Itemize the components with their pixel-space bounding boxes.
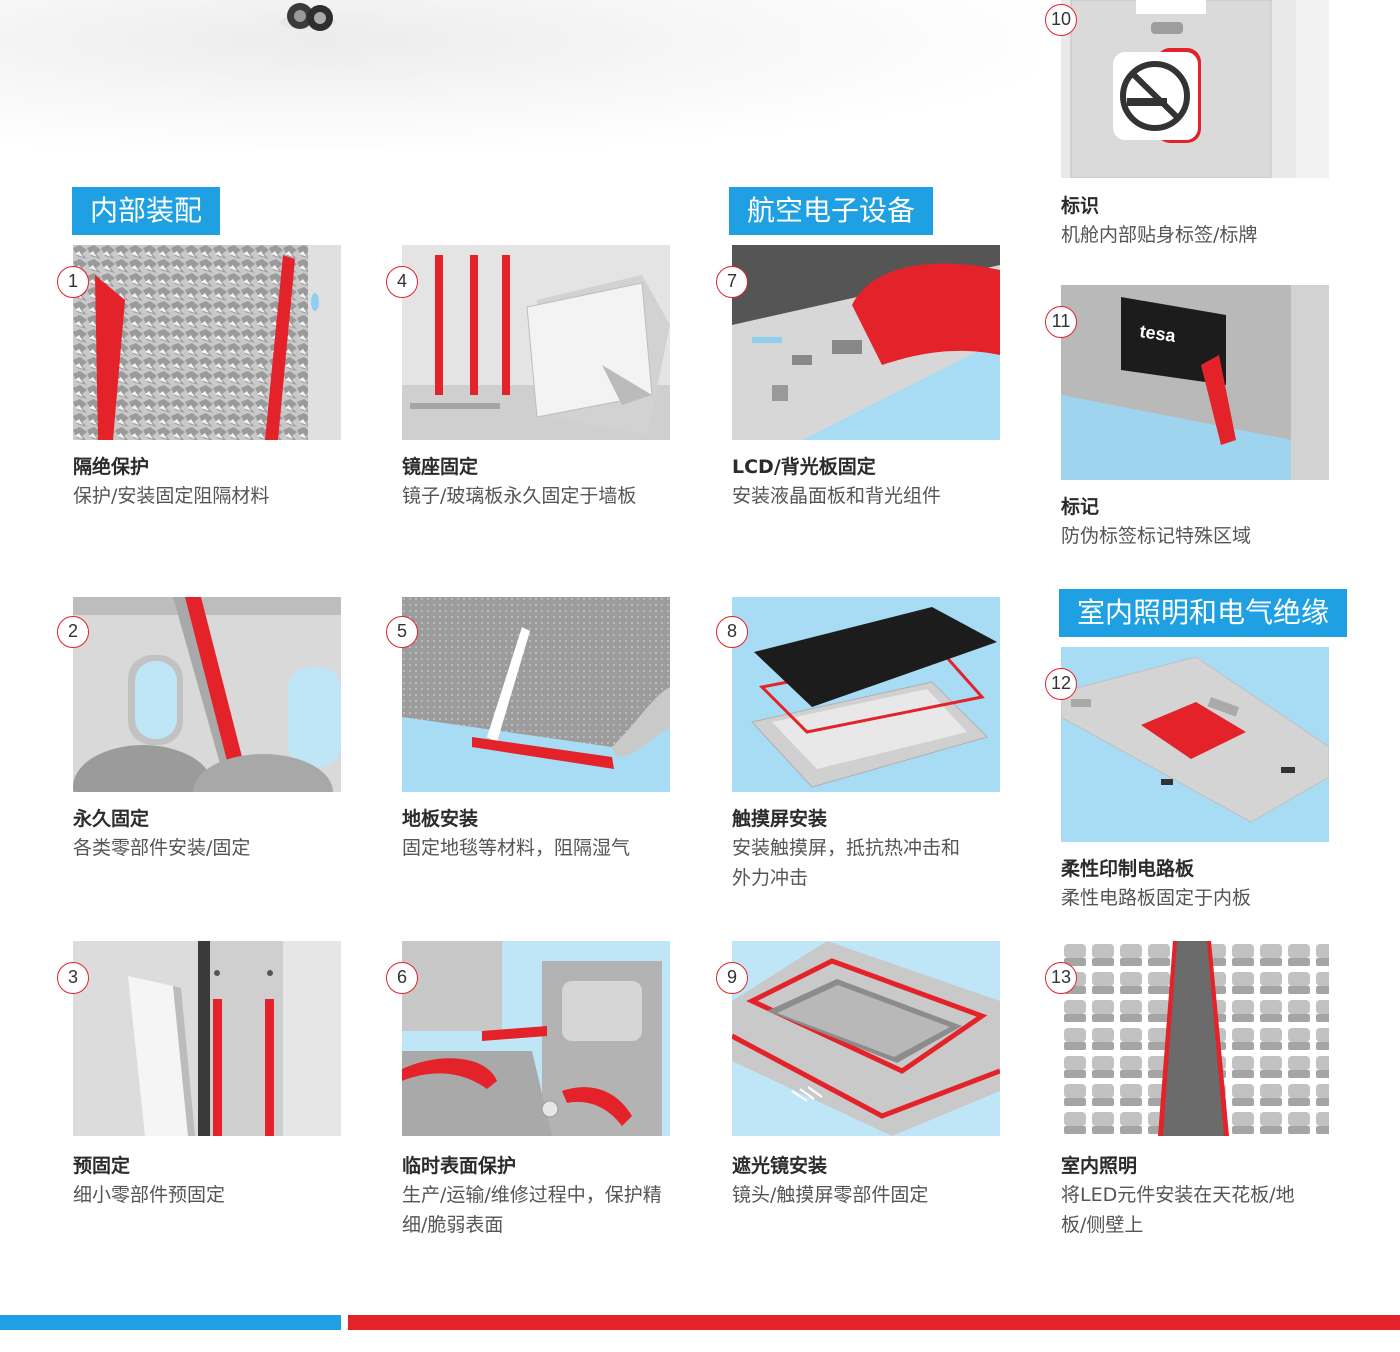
card-title: 镜座固定 (402, 456, 479, 478)
card-lens-install: 9 遮光镜安装 镜头/触摸屏零部件固定 (716, 941, 1000, 1206)
seat-protection-image (402, 941, 670, 1136)
card-pre-fix: 3 预固定 细小零部件预固定 (57, 941, 341, 1206)
card-description: 固定地毯等材料，阻隔湿气 (402, 837, 631, 859)
card-title: 隔绝保护 (73, 456, 150, 478)
section-title-interior: 内部装配 (72, 187, 221, 235)
card-description: 镜子/玻璃板永久固定于墙板 (402, 485, 637, 507)
card-number-badge: 2 (57, 616, 89, 648)
flex-pcb-image (1061, 647, 1329, 842)
card-description: 各类零部件安装/固定 (73, 837, 251, 859)
aircraft-wheel-icon (280, 3, 336, 31)
card-title: 标识 (1061, 195, 1100, 217)
lens-install-image (732, 941, 1000, 1136)
card-number-badge: 9 (716, 962, 748, 994)
card-number-badge: 5 (386, 616, 418, 648)
card-number-badge: 12 (1045, 668, 1077, 700)
card-number-badge: 13 (1045, 962, 1077, 994)
mirror-mount-image (402, 245, 670, 440)
card-number-badge: 3 (57, 962, 89, 994)
card-description: 保护/安装固定阻隔材料 (73, 485, 270, 507)
card-signage: 10 标识 机舱内部贴身标签/标牌 (1045, 0, 1329, 246)
card-touchscreen-install: 8 触摸屏安装 安装触摸屏，抵抗热冲击和外力冲击 (716, 597, 1000, 889)
card-number-badge: 8 (716, 616, 748, 648)
card-description: 机舱内部贴身标签/标牌 (1061, 224, 1258, 246)
card-flex-pcb: 12 柔性印制电路板 柔性电路板固定于内板 (1045, 647, 1329, 909)
card-description: 安装触摸屏，抵抗热冲击和外力冲击 (732, 837, 961, 889)
card-description: 细小零部件预固定 (73, 1184, 226, 1206)
card-interior-lighting: 13 室内照明 将LED元件安装在天花板/地板/侧壁上 (1045, 941, 1329, 1236)
panel-pre-fix-image (73, 941, 341, 1136)
card-description: 生产/运输/维修过程中，保护精细/脆弱表面 (402, 1184, 662, 1236)
card-title: 地板安装 (402, 808, 479, 830)
card-title: 柔性印制电路板 (1061, 858, 1195, 880)
card-floor-install: 5 地板安装 固定地毯等材料，阻隔湿气 (386, 597, 670, 859)
card-number-badge: 1 (57, 266, 89, 298)
no-smoking-sign-image (1061, 0, 1329, 178)
card-title: 临时表面保护 (402, 1155, 517, 1177)
card-marking: tesa 11 标记 防伪标签标记特殊区域 (1045, 285, 1329, 547)
floor-install-image (402, 597, 670, 792)
section-title-avionics: 航空电子设备 (729, 187, 934, 235)
cabin-seats-image (1061, 941, 1329, 1136)
footer-bar-red (348, 1315, 1400, 1330)
lcd-backlight-image (732, 245, 1000, 440)
footer-bar-blue (0, 1315, 341, 1330)
card-title: 遮光镜安装 (732, 1155, 828, 1177)
card-description: 镜头/触摸屏零部件固定 (732, 1184, 929, 1206)
card-description: 将LED元件安装在天花板/地板/侧壁上 (1061, 1184, 1295, 1236)
card-number-badge: 11 (1045, 306, 1077, 338)
card-description: 柔性电路板固定于内板 (1061, 887, 1252, 909)
section-title-lighting: 室内照明和电气绝缘 (1059, 589, 1348, 637)
card-title: 触摸屏安装 (732, 808, 828, 830)
card-title: LCD/背光板固定 (732, 456, 876, 478)
card-description: 安装液晶面板和背光组件 (732, 485, 942, 507)
card-number-badge: 6 (386, 962, 418, 994)
card-lcd-backlight: 7 LCD/背光板固定 安装液晶面板和背光组件 (716, 245, 1000, 507)
card-number-badge: 4 (386, 266, 418, 298)
cabin-window-image (73, 597, 341, 792)
card-title: 标记 (1061, 496, 1100, 518)
card-permanent-fix: 2 永久固定 各类零部件安装/固定 (57, 597, 341, 859)
marking-label-image: tesa (1061, 285, 1329, 480)
card-number-badge: 10 (1045, 4, 1077, 36)
card-number-badge: 7 (716, 266, 748, 298)
card-description: 防伪标签标记特殊区域 (1061, 525, 1252, 547)
card-insulation: 1 隔绝保护 保护/安装固定阻隔材料 (57, 245, 341, 507)
insulation-image (73, 245, 341, 440)
card-title: 预固定 (73, 1155, 131, 1177)
card-mirror-mount: 4 镜座固定 镜子/玻璃板永久固定于墙板 (386, 245, 670, 507)
card-title: 室内照明 (1061, 1155, 1138, 1177)
touchscreen-image (732, 597, 1000, 792)
card-surface-protection: 6 临时表面保护 生产/运输/维修过程中，保护精细/脆弱表面 (386, 941, 670, 1236)
card-title: 永久固定 (73, 808, 150, 830)
hero-aircraft-image (0, 0, 1040, 150)
